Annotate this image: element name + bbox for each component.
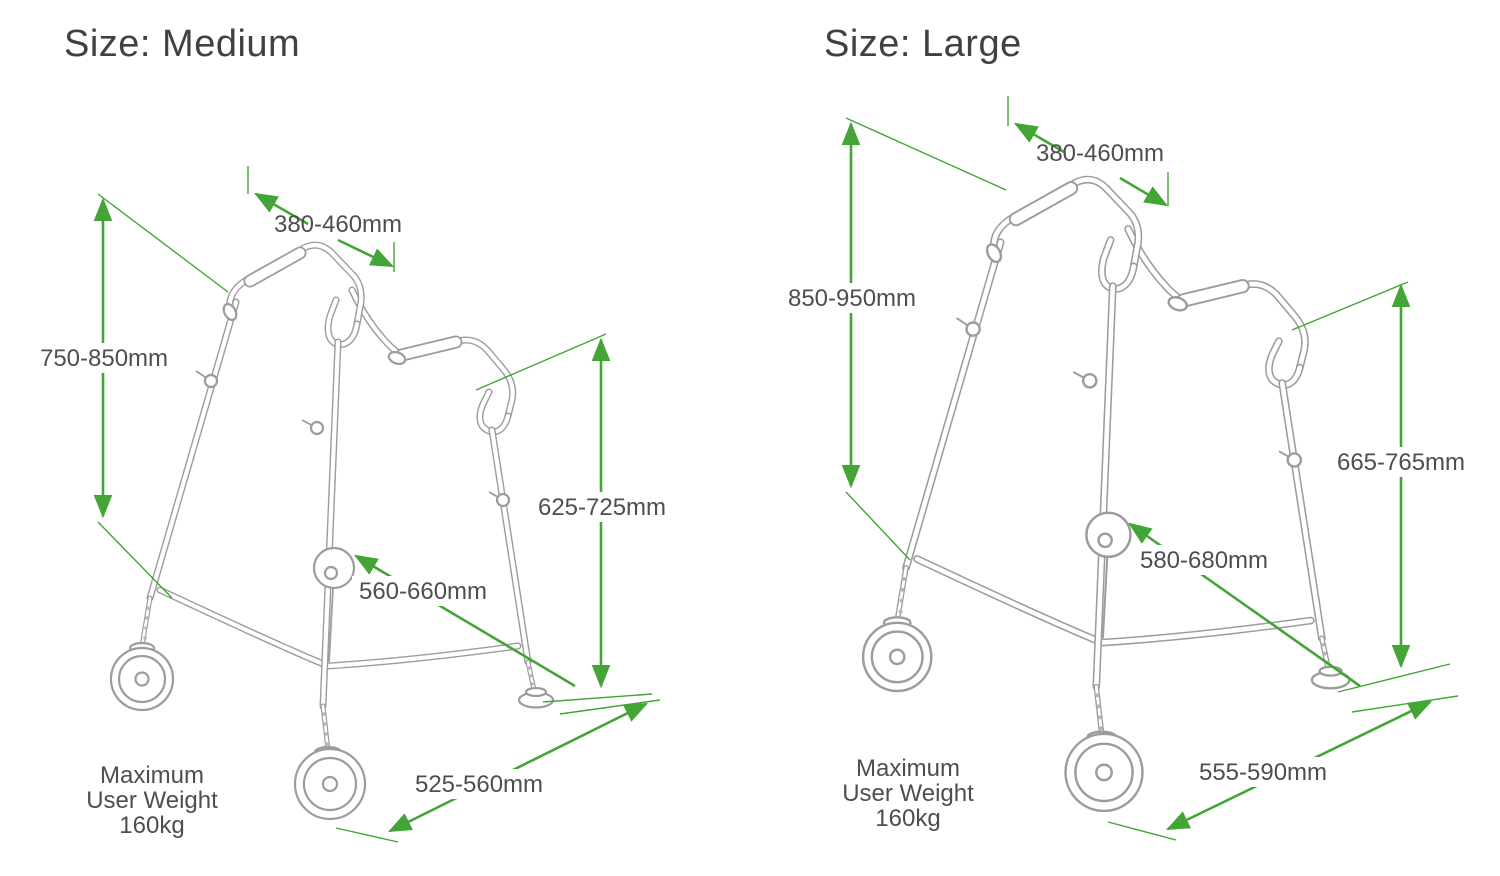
walker-illustration-large: [863, 180, 1349, 811]
dim-base-width-large: 555-590mm: [1107, 695, 1459, 841]
max-user-weight-large: Maximum User Weight 160kg: [842, 755, 974, 832]
extension-line: [845, 117, 1007, 191]
max-weight-line: User Weight: [86, 787, 218, 814]
dim-handle-width-large: 380-460mm: [1007, 96, 1169, 207]
dim-base-width-medium: 525-560mm: [335, 699, 661, 843]
dim-label: 580-680mm: [1140, 547, 1268, 574]
dim-label: 750-850mm: [40, 345, 168, 372]
extension-line: [1351, 695, 1459, 713]
dim-depth-medium: 560-660mm: [352, 554, 576, 688]
max-user-weight-medium: Maximum User Weight 160kg: [86, 762, 218, 839]
dim-label: 665-765mm: [1337, 449, 1465, 476]
dim-rear-height-large: 665-765mm: [1291, 281, 1472, 693]
max-weight-line: Maximum: [856, 755, 960, 782]
dim-label: 555-590mm: [1199, 759, 1327, 786]
dim-overall-height-large: 850-950mm: [781, 117, 1007, 561]
dim-label: 850-950mm: [788, 285, 916, 312]
dimension-arrow: [253, 192, 309, 226]
dim-label: 380-460mm: [1036, 140, 1164, 167]
extension-line: [97, 193, 229, 293]
panel-title-large: Size: Large: [824, 23, 1022, 65]
dimension-arrow: [353, 554, 576, 688]
panel-large: Size: Large 380-460mm 850-950mm 665-7: [781, 23, 1472, 841]
dim-label: 525-560mm: [415, 771, 543, 798]
extension-line: [97, 521, 173, 599]
dimension-arrow: [1013, 122, 1065, 154]
dimension-arrow: [1119, 176, 1169, 207]
dimension-arrow: [337, 238, 395, 268]
extension-line: [845, 491, 911, 561]
panel-medium: Size: Medium 380-460mm 750-850mm 625-: [33, 23, 672, 843]
dim-rear-height-medium: 625-725mm: [475, 333, 672, 703]
max-weight-line: Maximum: [100, 762, 204, 789]
extension-line: [1337, 663, 1451, 693]
panel-title-medium: Size: Medium: [64, 23, 300, 65]
walker-illustration-medium: [111, 245, 553, 819]
extension-line: [475, 333, 607, 391]
max-weight-line: User Weight: [842, 780, 974, 807]
extension-line: [542, 693, 653, 703]
dim-label: 625-725mm: [538, 494, 666, 521]
extension-line: [335, 827, 399, 843]
dim-depth-large: 580-680mm: [1128, 522, 1361, 688]
dimension-arrow: [387, 702, 649, 833]
extension-line: [559, 699, 661, 715]
extension-line: [1107, 821, 1177, 841]
max-weight-line: 160kg: [875, 805, 940, 832]
dim-label: 560-660mm: [359, 578, 487, 605]
extension-line: [1291, 281, 1409, 331]
dim-overall-height-medium: 750-850mm: [33, 193, 229, 599]
dim-label: 380-460mm: [274, 211, 402, 238]
max-weight-line: 160kg: [119, 812, 184, 839]
dim-handle-width-medium: 380-460mm: [247, 166, 402, 272]
